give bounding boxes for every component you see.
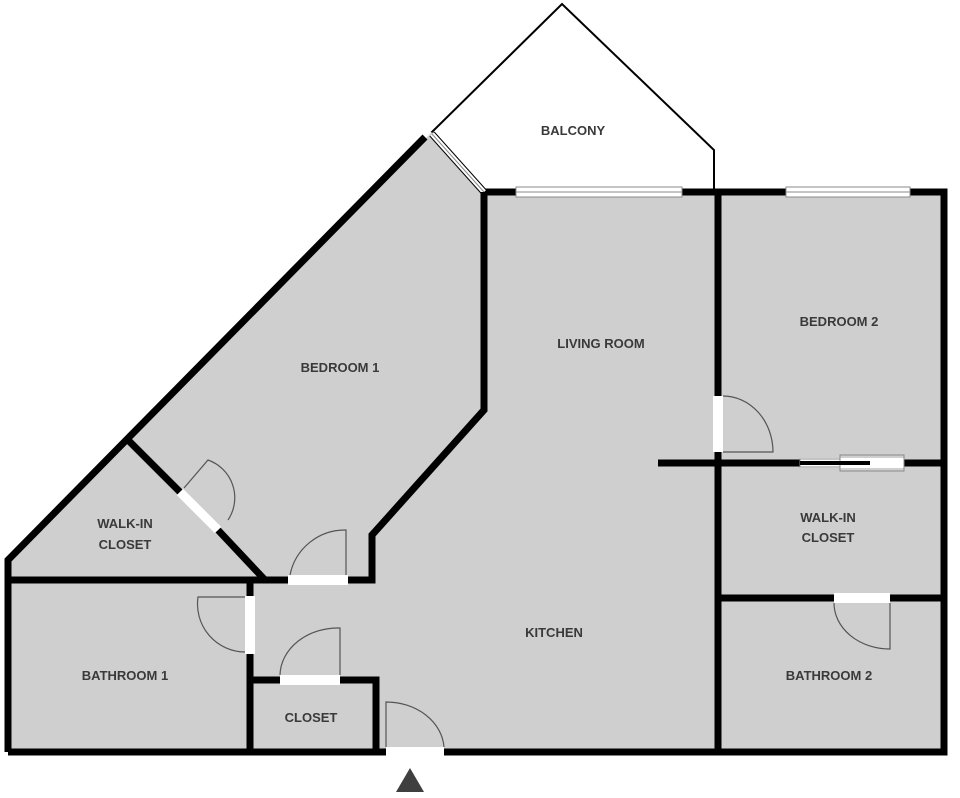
label-balcony: BALCONY [541,123,606,138]
door-bedroom1[interactable] [288,575,348,585]
label-bedroom2: BEDROOM 2 [800,314,879,329]
exterior-walls [4,134,948,756]
door-bathroom2[interactable] [834,593,890,603]
label-walkin2-line1: WALK-IN [800,510,856,525]
door-closet[interactable] [280,675,340,685]
label-bedroom1: BEDROOM 1 [301,360,380,375]
interior-walls [8,192,944,752]
label-walkin2-line2: CLOSET [802,530,855,545]
door-walkin1[interactable] [176,488,222,534]
floor-area [8,132,944,752]
label-living-room: LIVING ROOM [557,336,644,351]
label-walkin1-line1: WALK-IN [97,516,153,531]
label-kitchen: KITCHEN [525,625,583,640]
doors [176,395,905,757]
entrance-marker-icon [396,768,424,792]
label-closet: CLOSET [285,710,338,725]
balcony-outline [430,2,715,193]
windows [429,131,911,198]
door-bedroom2[interactable] [713,396,723,452]
door-bathroom1[interactable] [245,596,255,654]
door-walkin2-sliding[interactable] [799,454,905,472]
label-bathroom2: BATHROOM 2 [786,668,872,683]
label-bathroom1: BATHROOM 1 [82,668,168,683]
label-walkin1-line2: CLOSET [99,537,152,552]
door-entrance[interactable] [386,747,444,757]
room-labels: BALCONY BEDROOM 1 LIVING ROOM BEDROOM 2 … [82,123,879,725]
